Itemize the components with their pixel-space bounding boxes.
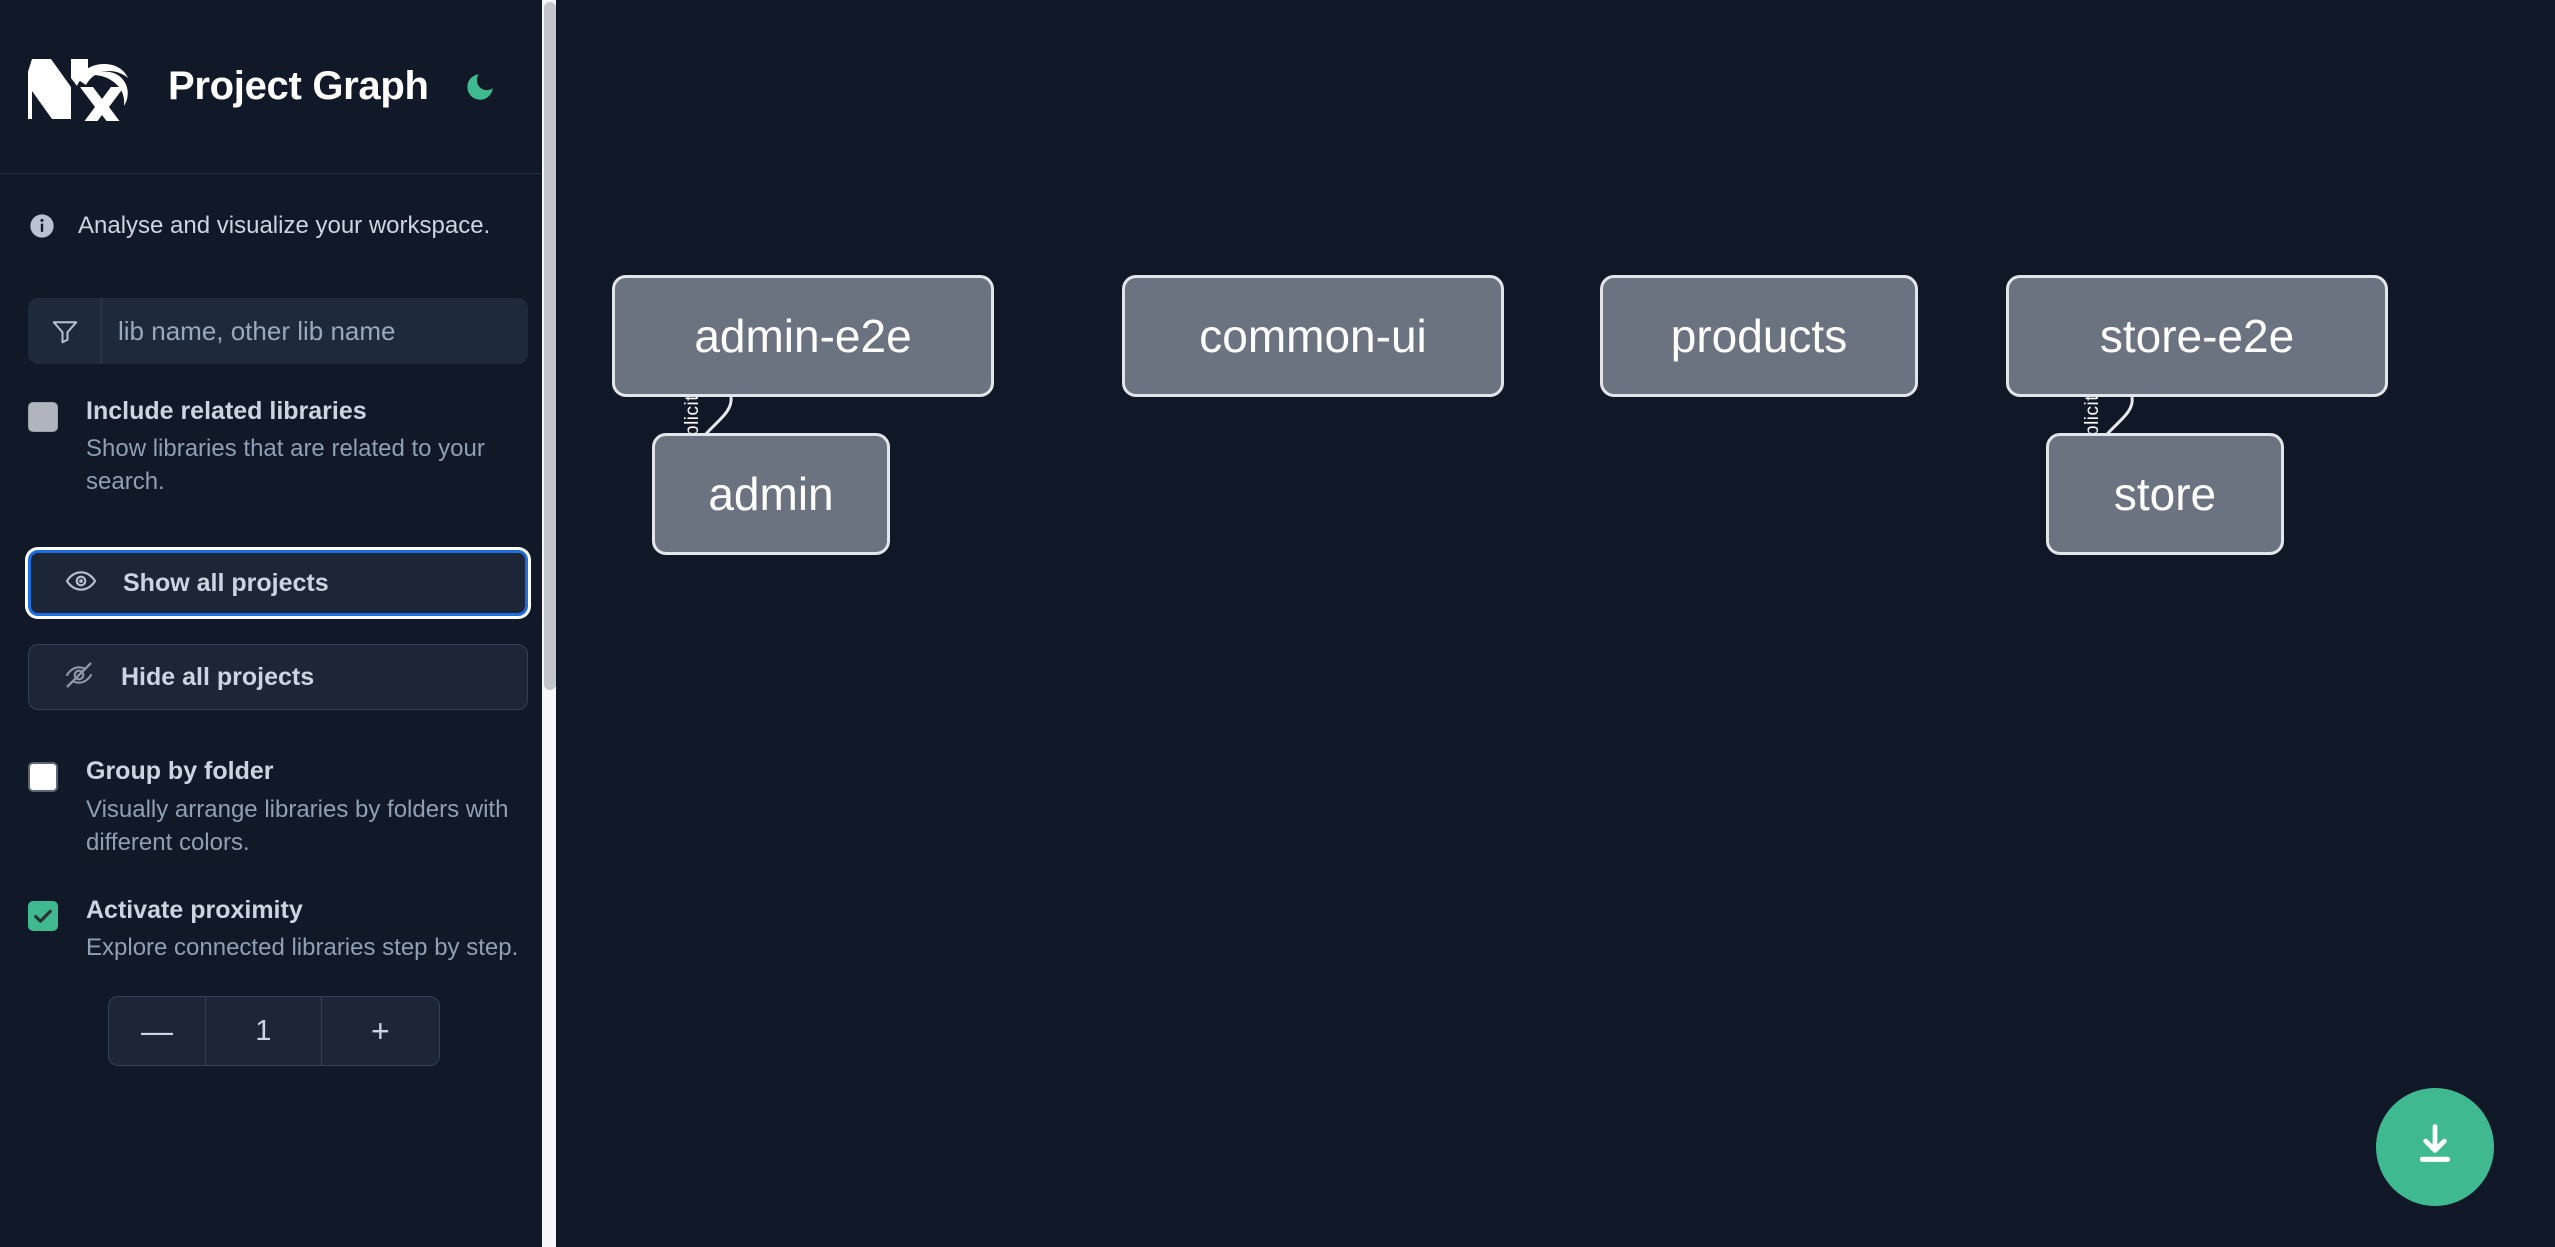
page-title: Project Graph (168, 64, 429, 108)
node-label: store (2113, 468, 2217, 520)
node-label: store-e2e (2099, 310, 2295, 362)
eye-icon (65, 565, 97, 602)
option-description: Show libraries that are related to your … (86, 435, 485, 496)
info-text: Analyse and visualize your workspace. (78, 212, 491, 239)
moon-icon[interactable] (459, 66, 501, 108)
option-description: Explore connected libraries step by step… (86, 934, 519, 962)
proximity-stepper: — 1 + (108, 996, 440, 1067)
node-label: products (1670, 310, 1848, 362)
sidebar-scrollbar[interactable] (542, 0, 556, 1247)
graph-node-admin[interactable]: admin (652, 433, 890, 555)
proximity-increment-button[interactable]: + (320, 997, 439, 1066)
graph-node-admin-e2e[interactable]: admin-e2e (612, 275, 994, 397)
graph-node-store[interactable]: store (2046, 433, 2284, 555)
node-label: admin-e2e (694, 310, 912, 362)
search-input[interactable] (102, 298, 528, 364)
nx-logo-icon (13, 53, 128, 127)
include-related-libraries-checkbox[interactable] (28, 402, 58, 432)
node-label: admin (708, 468, 834, 520)
info-icon (28, 212, 56, 240)
download-icon (2409, 1119, 2461, 1176)
graph-edges (676, 396, 2134, 479)
graph-node-products[interactable]: products (1600, 275, 1918, 397)
hide-all-projects-label: Hide all projects (121, 662, 315, 691)
download-button[interactable] (2376, 1088, 2494, 1206)
sidebar: Project Graph Analyse and visualize your… (0, 0, 556, 1247)
show-all-projects-button[interactable]: Show all projects (28, 550, 528, 617)
show-all-projects-label: Show all projects (123, 568, 329, 597)
option-description: Visually arrange libraries by folders wi… (86, 795, 509, 856)
activate-proximity-checkbox[interactable] (28, 900, 58, 931)
info-row: Analyse and visualize your workspace. (0, 174, 556, 240)
filter-bar (28, 298, 528, 364)
graph-node-common-ui[interactable]: common-ui (1122, 275, 1504, 397)
graph-node-store-e2e[interactable]: store-e2e (2006, 275, 2388, 397)
option-title: Activate proximity (86, 895, 303, 924)
proximity-decrement-button[interactable]: — (109, 997, 206, 1066)
graph-canvas[interactable]: implicit implicit admin-e2e common-ui pr… (556, 0, 2555, 1247)
sidebar-header: Project Graph (0, 0, 556, 174)
hide-all-projects-button[interactable]: Hide all projects (28, 644, 528, 711)
option-activate-proximity[interactable]: Activate proximity Explore connected lib… (28, 897, 528, 964)
option-include-related-libraries[interactable]: Include related libraries Show libraries… (28, 398, 528, 498)
group-by-folder-checkbox[interactable] (28, 762, 58, 793)
eye-off-icon (63, 659, 95, 696)
option-title: Group by folder (86, 757, 274, 786)
option-title: Include related libraries (86, 397, 367, 425)
sidebar-scrollbar-thumb[interactable] (544, 2, 556, 690)
proximity-value: 1 (255, 1014, 272, 1047)
node-label: common-ui (1199, 310, 1427, 362)
option-group-by-folder[interactable]: Group by folder Visually arrange librari… (28, 758, 528, 858)
funnel-icon[interactable] (28, 298, 102, 364)
